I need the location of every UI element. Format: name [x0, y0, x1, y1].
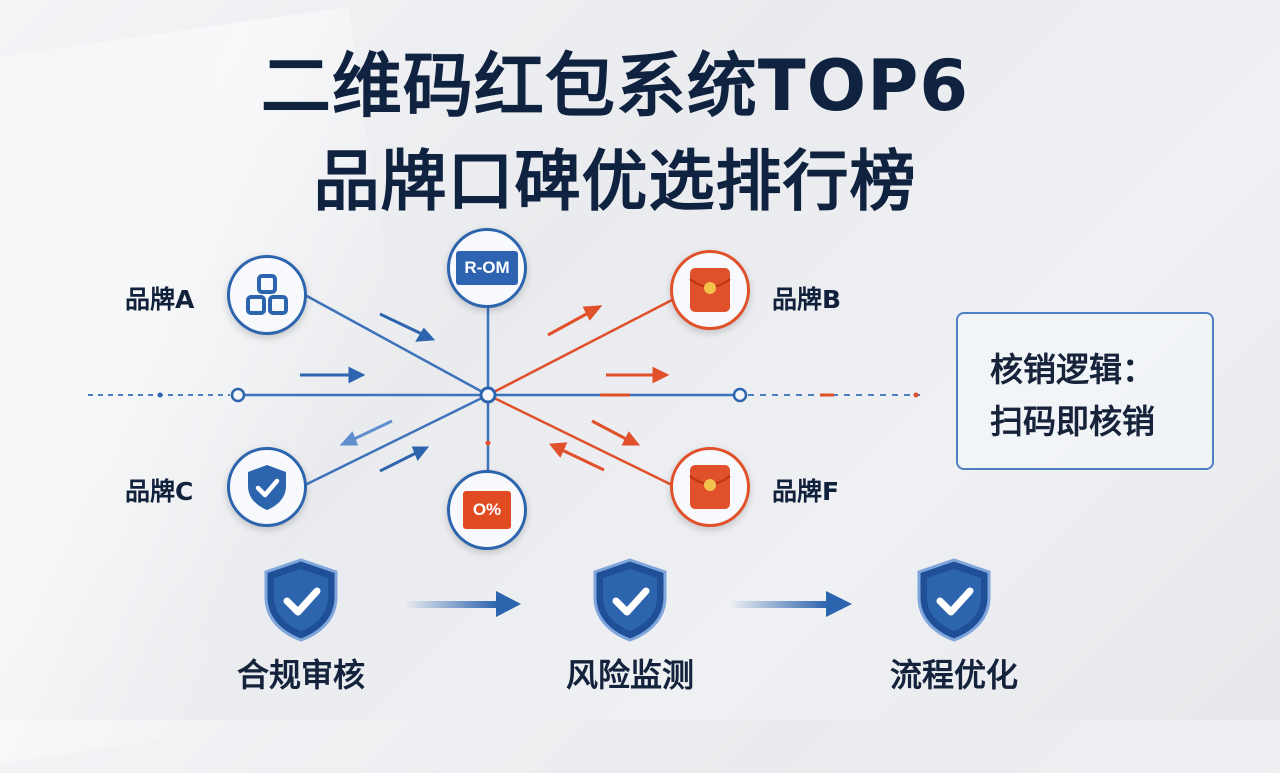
arrow-red-2 — [606, 366, 670, 384]
red-envelope-icon — [689, 465, 731, 509]
brand-f-label: 品牌F — [772, 477, 840, 506]
spoke-b — [487, 298, 673, 397]
brand-c-node[interactable] — [227, 447, 307, 527]
shield-check-icon — [917, 558, 991, 642]
arrow-blue-3 — [339, 419, 393, 446]
spoke-bottom-dot — [485, 440, 491, 446]
brand-c-label: 品牌C — [125, 477, 194, 506]
brand-f-node[interactable] — [670, 447, 750, 527]
brand-a-node[interactable] — [227, 255, 307, 335]
bottom-center-node[interactable]: O% — [447, 470, 527, 550]
shield-check-icon — [248, 465, 286, 510]
hub — [479, 386, 497, 404]
brand-b-node[interactable] — [670, 250, 750, 330]
network-diagram — [88, 293, 920, 617]
title-line-2: 品牌口碑优选排行榜 — [313, 143, 917, 220]
step-arrow-2 — [730, 591, 852, 617]
step-3-label: 流程优化 — [889, 656, 1018, 694]
spoke-f — [487, 393, 673, 487]
rom-tag: R-OM — [456, 251, 518, 285]
arrow-blue-4 — [379, 446, 430, 473]
percent-tag: O% — [462, 491, 512, 529]
arrow-red-1 — [547, 305, 603, 337]
arrow-blue-2 — [300, 366, 366, 384]
spoke-a — [304, 293, 489, 397]
red-envelope-icon — [689, 268, 731, 312]
logic-box-line-1: 核销逻辑： — [990, 350, 1155, 389]
arrow-red-3 — [591, 419, 641, 446]
title-line-1: 二维码红包系统TOP6 — [260, 45, 970, 127]
blocks-icon — [246, 274, 288, 315]
axis-dot-right — [913, 392, 919, 398]
shield-check-icon — [264, 558, 338, 642]
top-center-node[interactable]: R-OM — [447, 228, 527, 308]
step-2-label: 风险监测 — [565, 656, 694, 694]
spoke-c — [304, 393, 489, 487]
axis-ring-left — [230, 387, 246, 403]
brand-a-label: 品牌A — [125, 285, 195, 314]
logic-box: 核销逻辑： 扫码即核销 — [956, 312, 1214, 470]
step-arrow-1 — [405, 591, 521, 617]
axis-ring-right — [732, 387, 748, 403]
arrow-blue-1 — [379, 312, 436, 342]
axis-dot-left — [157, 392, 163, 398]
arrow-red-4 — [549, 442, 605, 472]
shield-check-icon — [593, 558, 667, 642]
logic-box-line-2: 扫码即核销 — [990, 402, 1155, 441]
step-1-label: 合规审核 — [236, 656, 365, 694]
brand-b-label: 品牌B — [772, 285, 842, 314]
